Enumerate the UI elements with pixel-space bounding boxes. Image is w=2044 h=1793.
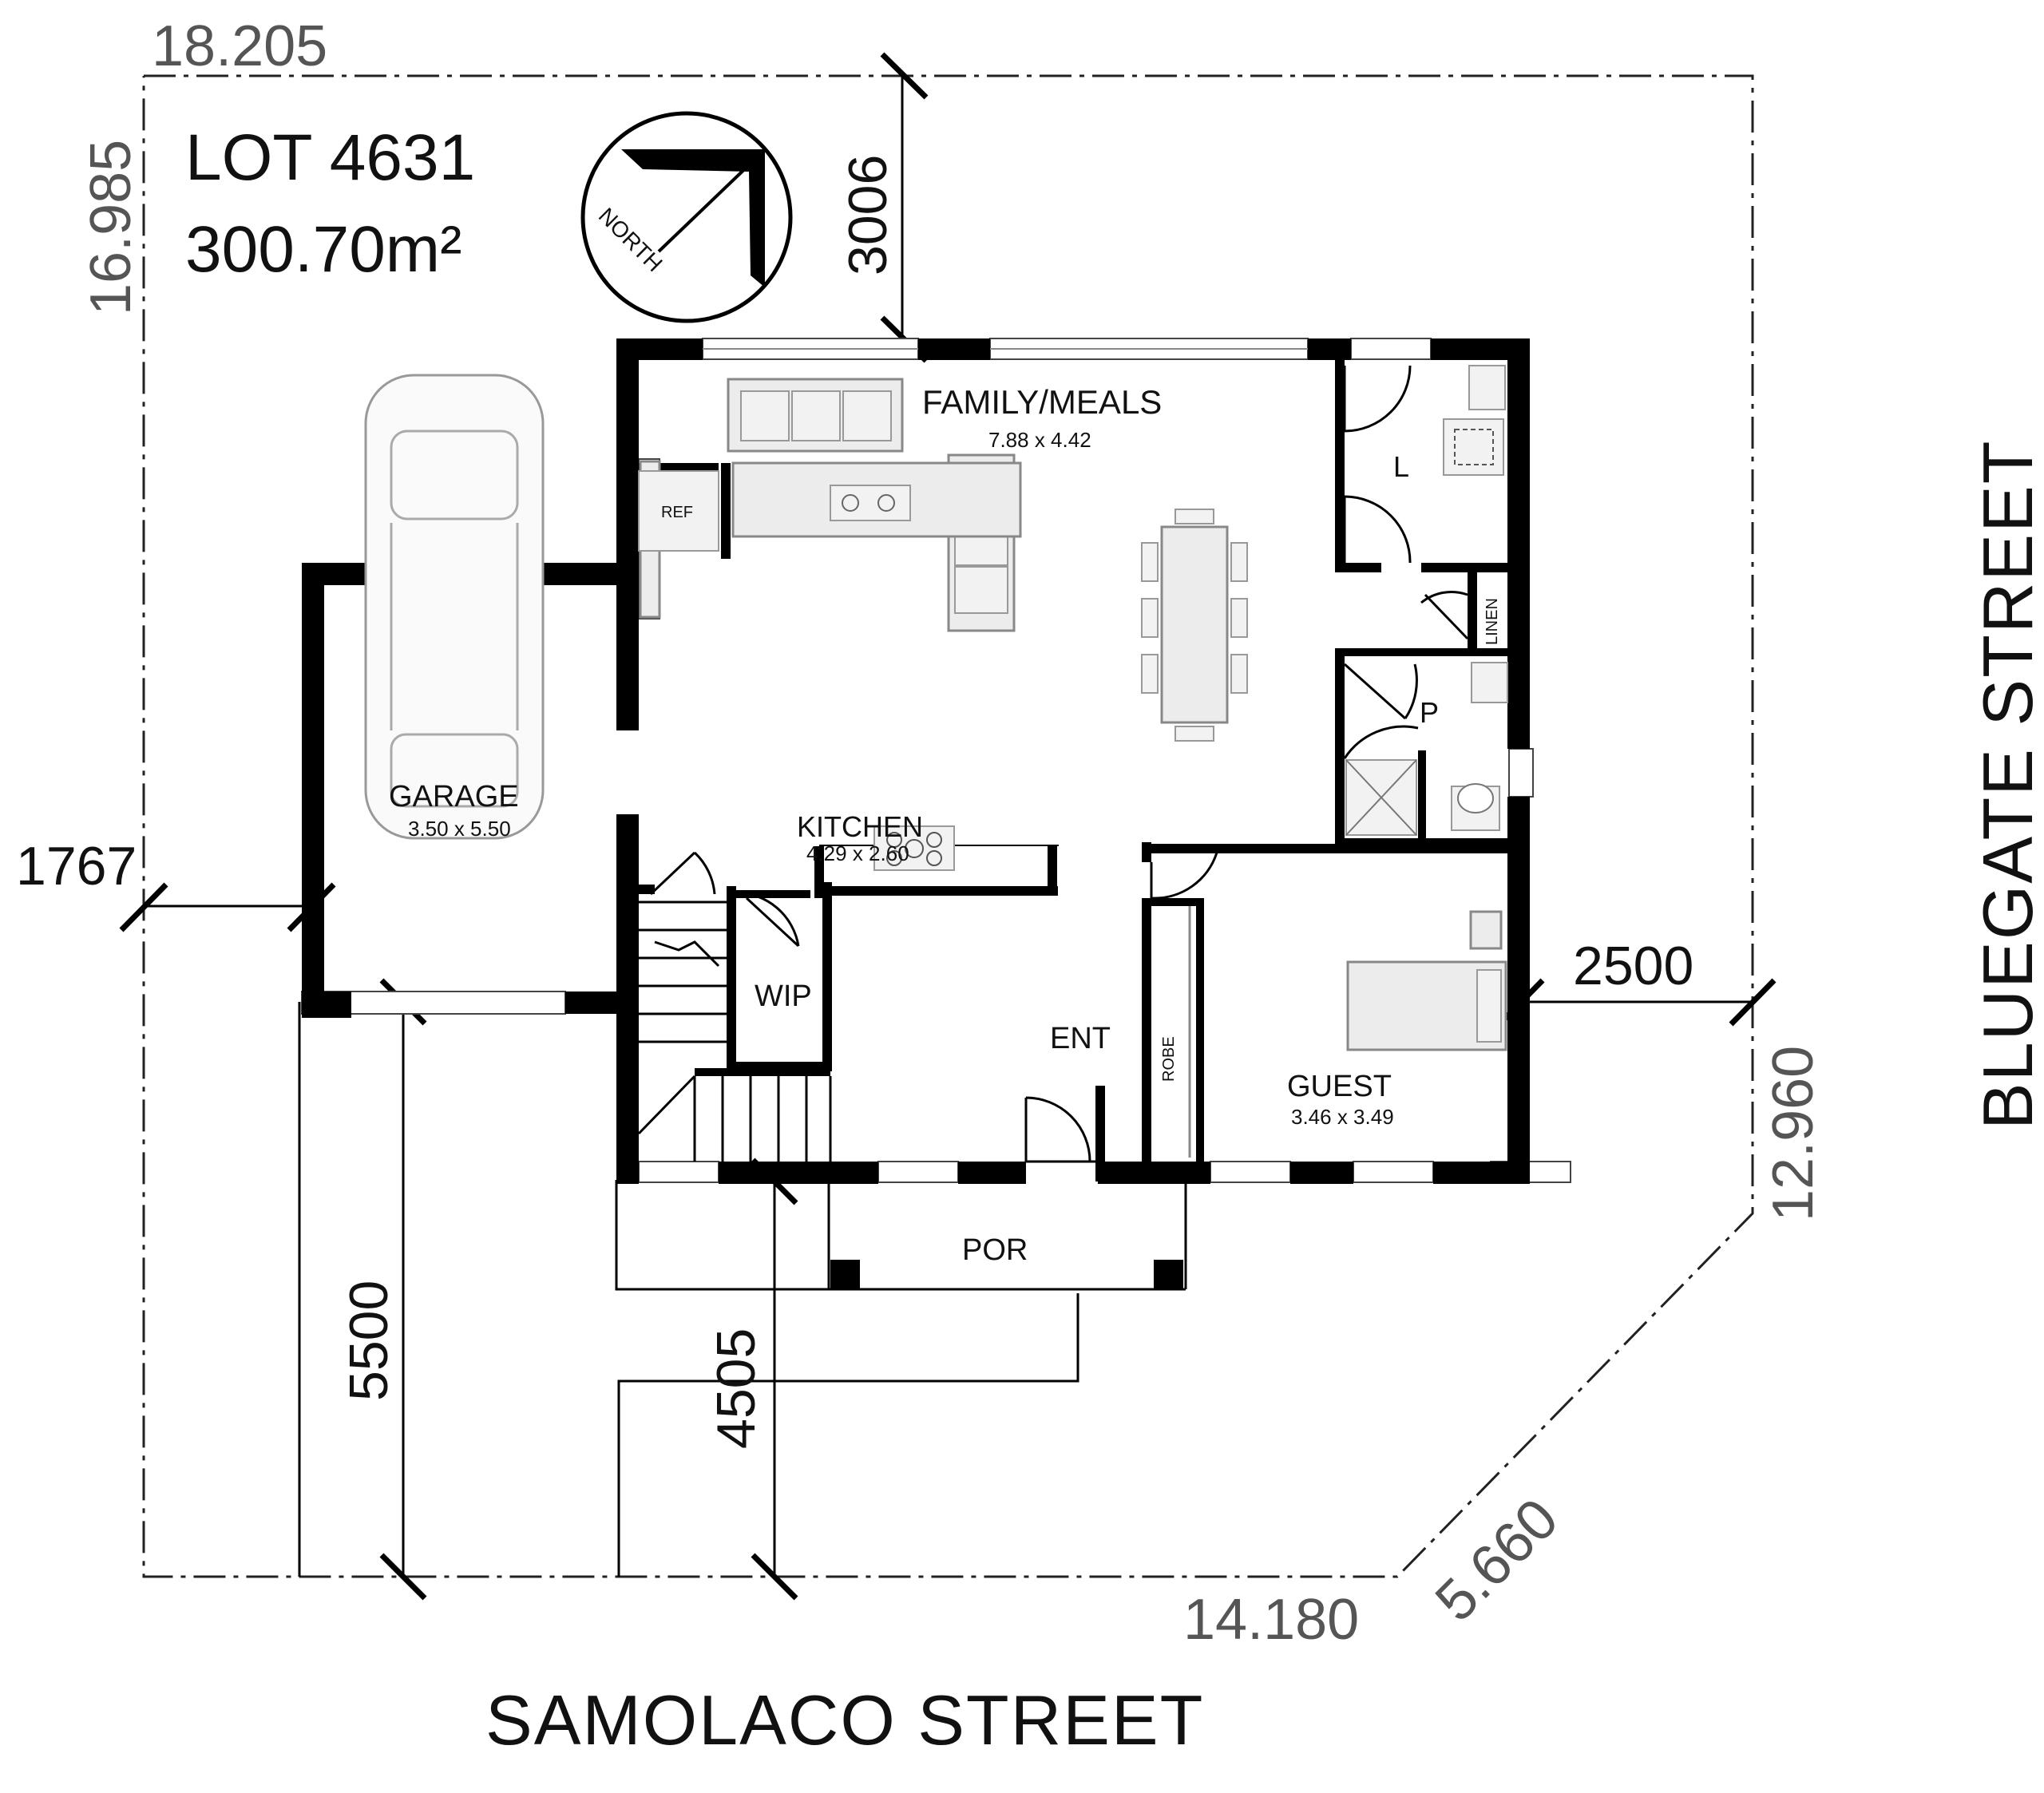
room-porch-name: POR	[962, 1233, 1028, 1267]
room-garage-size: 3.50 x 5.50	[408, 817, 511, 841]
boundary-bottom-length: 14.180	[1183, 1588, 1359, 1652]
room-kitchen-size: 4.29 x 2.60	[806, 841, 909, 865]
room-garage-name: GARAGE	[389, 780, 519, 813]
street-side: BLUEGATE STREET	[1968, 439, 2044, 1130]
room-wip-name: WIP	[755, 980, 812, 1013]
room-family-name: FAMILY/MEALS	[922, 383, 1162, 421]
room-ref-name: REF	[661, 504, 693, 521]
setback-garage-front: 5500	[339, 1280, 399, 1401]
porch-outline	[615, 1180, 1187, 1291]
room-kitchen-name: KITCHEN	[797, 810, 923, 843]
room-linen-name: LINEN	[1483, 598, 1501, 645]
setback-side-right: 2500	[1573, 936, 1693, 996]
doors	[649, 365, 1469, 1163]
room-entry-name: ENT	[1050, 1022, 1111, 1055]
lot-area: 300.70m²	[185, 213, 461, 286]
boundary-top-length: 18.205	[152, 14, 327, 78]
room-family-size: 7.88 x 4.42	[988, 428, 1091, 452]
boundary-right-length: 12.960	[1761, 1046, 1825, 1221]
internal-walls	[639, 359, 1530, 1181]
room-powder-name: P	[1420, 696, 1439, 729]
room-laundry-name: L	[1393, 450, 1409, 483]
furniture	[638, 365, 1508, 1051]
setback-rear: 3006	[838, 155, 898, 275]
setback-side-left: 1767	[16, 836, 137, 896]
car-icon	[364, 374, 545, 840]
lot-boundary	[142, 74, 1754, 1578]
boundary-diagonal-length: 5.660	[1424, 1486, 1571, 1633]
staircase	[637, 900, 832, 1162]
north-arrow: NORTH	[580, 111, 793, 323]
room-robe-name: ROBE	[1160, 1036, 1178, 1082]
street-front: SAMOLACO STREET	[485, 1680, 1204, 1759]
setback-house-front: 4505	[706, 1328, 766, 1449]
room-guest-size: 3.46 x 3.49	[1291, 1105, 1394, 1129]
boundary-left-length: 16.985	[79, 140, 143, 315]
lot-number: LOT 4631	[185, 121, 475, 194]
room-guest-name: GUEST	[1287, 1070, 1392, 1103]
